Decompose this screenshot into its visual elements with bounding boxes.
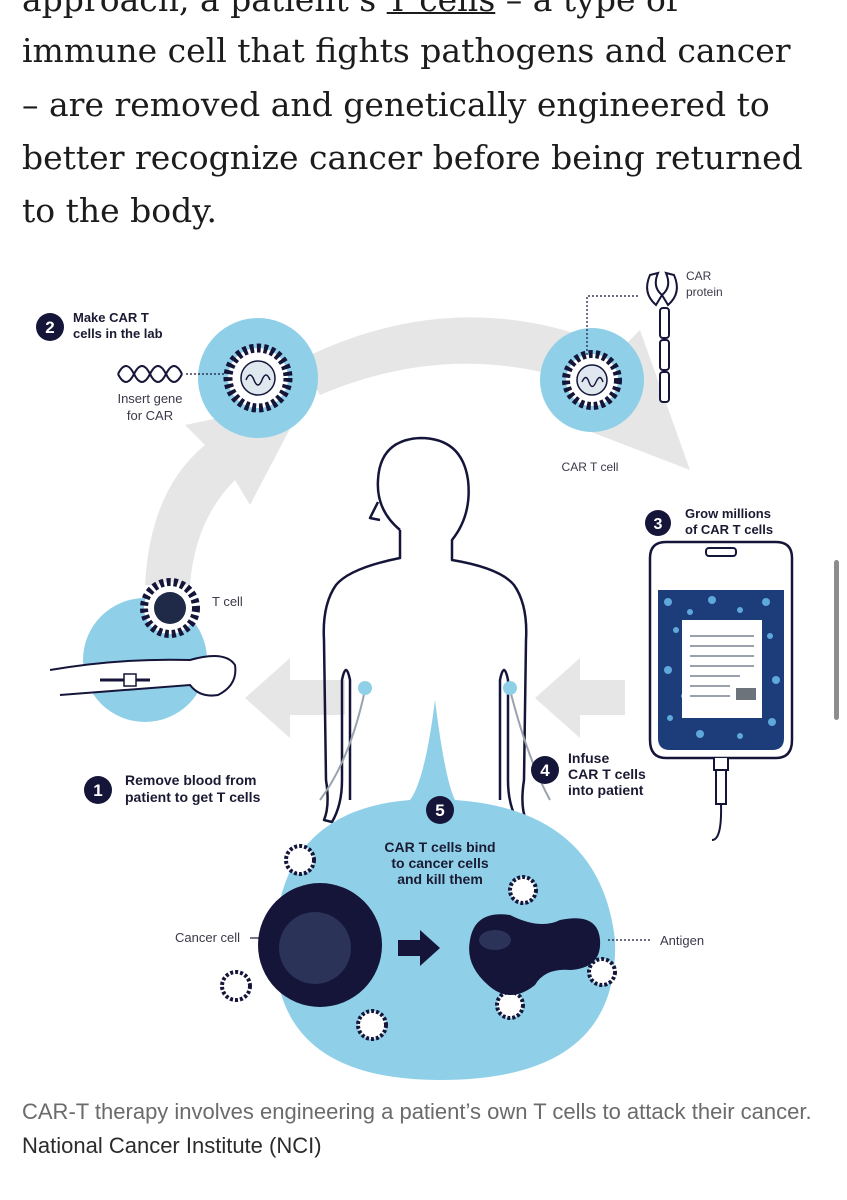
article-line: better recognize cancer before being ret…	[22, 138, 803, 177]
kill-arrow-icon	[398, 930, 440, 966]
step1-badge	[84, 776, 112, 804]
t-cells-link[interactable]: T cells	[387, 0, 496, 19]
step3-number: 3	[654, 516, 663, 533]
antigen-label: Antigen	[660, 933, 704, 948]
insert-gene-label-1: Insert gene	[117, 391, 182, 406]
step3-label-2: of CAR T cells	[685, 522, 773, 537]
car-protein-label-1: CAR	[686, 269, 712, 283]
article-line-text: approach, a patient’s	[22, 0, 387, 19]
article-line: immune cell that fights pathogens and ca…	[22, 31, 791, 70]
car-t-cell-label: CAR T cell	[562, 460, 619, 474]
car-protein-icon	[646, 271, 678, 403]
arrow-left	[245, 658, 345, 738]
caption-credit: National Cancer Institute (NCI)	[22, 1133, 322, 1158]
patient-silhouette	[322, 436, 528, 824]
step4-badge	[531, 756, 559, 784]
step5-number: 5	[435, 801, 444, 820]
cancer-cell-icon	[258, 883, 382, 1007]
car-t-therapy-diagram: Insert gene for CAR 2 Make CAR T cells i…	[36, 269, 794, 1080]
step4-number: 4	[540, 761, 550, 780]
step2-number: 2	[45, 318, 54, 337]
dna-icon	[245, 374, 271, 386]
step3-label-1: Grow millions	[685, 506, 771, 521]
step1-number: 1	[93, 781, 102, 800]
step2-label-1: Make CAR T	[73, 310, 149, 325]
step2-bubble	[198, 318, 318, 438]
step5-badge	[426, 796, 454, 824]
arm-icon	[49, 655, 237, 697]
article-line: approach, a patient’s T cells – a type o…	[22, 0, 678, 26]
step2-label-2: cells in the lab	[73, 326, 163, 341]
right-iv-site-icon	[503, 681, 517, 695]
t-cell-label: T cell	[212, 594, 243, 609]
insert-gene-label-2: for CAR	[127, 408, 173, 423]
scrollbar[interactable]	[834, 560, 839, 720]
left-iv-site-icon	[358, 681, 372, 695]
car-t-cell-bubble	[540, 328, 644, 432]
step4-label-2: CAR T cells	[568, 766, 646, 782]
article-line-text: – a type of	[495, 0, 678, 19]
step3-badge	[645, 510, 671, 536]
step4-label-3: into patient	[568, 782, 644, 798]
iv-lines	[319, 689, 551, 801]
article-line: to the body.	[22, 191, 218, 230]
arrow-right	[535, 658, 625, 738]
article-line: – are removed and genetically engineered…	[22, 85, 770, 124]
bag-label	[682, 620, 762, 718]
iv-bag-icon	[648, 540, 794, 841]
cancer-cell-label: Cancer cell	[175, 930, 240, 945]
step4-label-1: Infuse	[568, 750, 609, 766]
step5-label-1: CAR T cells bind	[384, 839, 495, 855]
step2-badge	[36, 313, 64, 341]
step1-label-1: Remove blood from	[125, 772, 256, 788]
caption-text: CAR-T therapy involves engineering a pat…	[22, 1099, 812, 1124]
step5-label-3: and kill them	[397, 871, 483, 887]
figure-caption: CAR-T therapy involves engineering a pat…	[22, 1095, 822, 1163]
step5-label-2: to cancer cells	[391, 855, 488, 871]
step1-label-2: patient to get T cells	[125, 789, 261, 805]
arrow-left-up	[145, 400, 305, 585]
car-protein-label-2: protein	[686, 285, 723, 299]
